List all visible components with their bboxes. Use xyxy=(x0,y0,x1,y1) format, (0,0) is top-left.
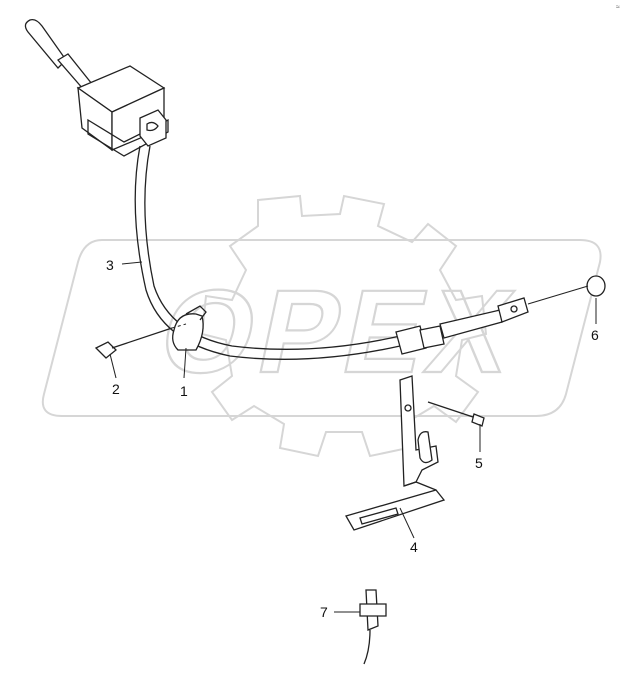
screw-5-shank xyxy=(427,401,477,419)
clevis-pin-hole xyxy=(510,305,518,313)
cap-6-axis-line xyxy=(527,285,589,305)
cable-clamp xyxy=(172,305,207,351)
leader-2 xyxy=(109,353,117,379)
leader-1 xyxy=(183,347,187,379)
watermark-text: OPEX xyxy=(150,266,530,398)
watermark: OPEX xyxy=(41,194,602,458)
callout-5: 5 xyxy=(475,455,483,471)
watermark-banner xyxy=(41,239,602,417)
leader-lines xyxy=(109,261,597,613)
bracket-foot-slot xyxy=(359,507,399,525)
bracket-bend xyxy=(403,481,437,491)
leader-4 xyxy=(399,507,415,539)
bolt-2 xyxy=(94,323,187,359)
mounting-bracket xyxy=(345,375,446,531)
clamp-tab xyxy=(185,305,207,321)
bracket-hole xyxy=(404,404,412,412)
lever-cable-clamp xyxy=(139,109,167,147)
fastener-7 xyxy=(359,589,387,665)
lever-cable-clamp-hole xyxy=(146,121,159,132)
clamp-body xyxy=(172,313,204,351)
leader-3 xyxy=(121,261,143,265)
screw-5 xyxy=(427,401,485,427)
callout-3: 3 xyxy=(106,257,114,273)
screw-5-head xyxy=(471,413,485,427)
bolt-2-head xyxy=(94,341,117,359)
shift-lever-assembly xyxy=(24,18,169,157)
corner-mark: ≈ xyxy=(616,4,620,11)
fastener-7-collar xyxy=(359,603,387,617)
bolt-2-axis-line xyxy=(171,323,187,329)
bracket-slot xyxy=(417,431,433,464)
lever-housing-base xyxy=(87,118,169,157)
lever-knob xyxy=(24,18,67,69)
callout-1: 1 xyxy=(180,383,188,399)
callouts: 1 2 3 4 5 6 7 xyxy=(106,257,599,620)
callout-6: 6 xyxy=(591,327,599,343)
cap-6 xyxy=(527,275,606,305)
cap-6-body xyxy=(586,275,606,297)
callout-4: 4 xyxy=(410,539,418,555)
fastener-7-wire xyxy=(363,629,371,665)
cable-ferrule xyxy=(419,325,445,349)
callout-2: 2 xyxy=(112,381,120,397)
callout-7: 7 xyxy=(320,604,328,620)
bolt-2-shank xyxy=(111,327,173,349)
